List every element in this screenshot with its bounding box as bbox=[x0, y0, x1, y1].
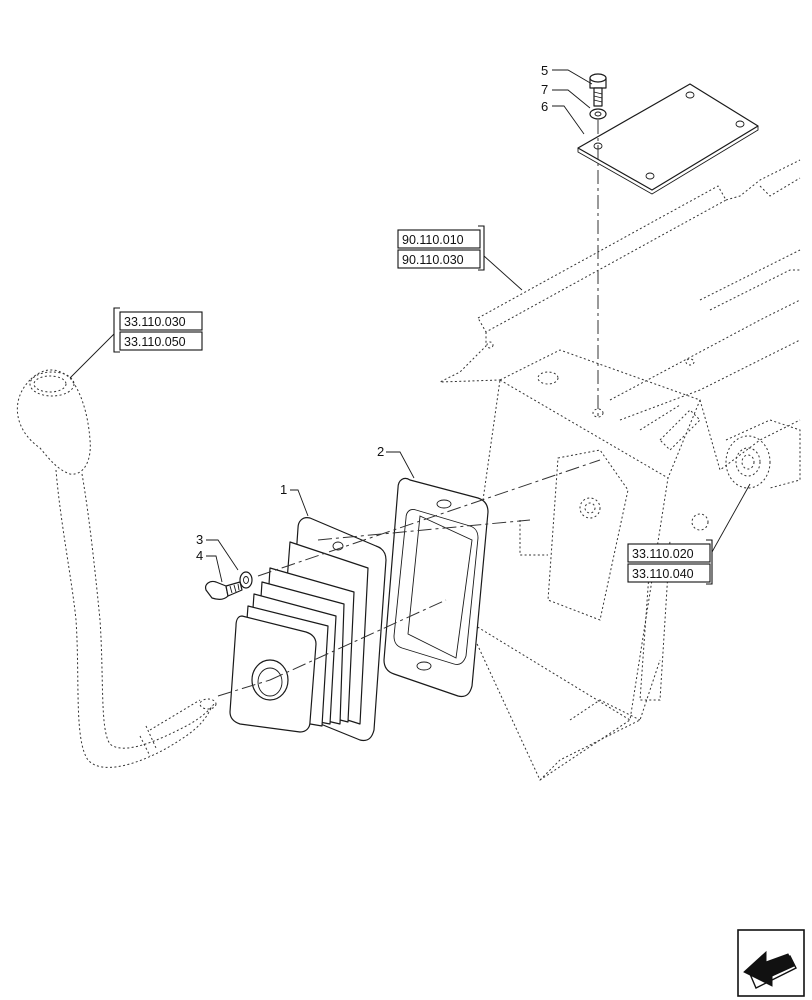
gasket-frame bbox=[383, 477, 489, 698]
reference-group-c[interactable]: 33.110.020 33.110.040 bbox=[627, 539, 713, 585]
reference-group-b[interactable]: 90.110.010 90.110.030 bbox=[397, 225, 485, 271]
chassis-frame bbox=[439, 159, 801, 781]
ref-c1[interactable]: 33.110.020 bbox=[632, 547, 694, 561]
ref-box-b2[interactable] bbox=[397, 249, 481, 269]
ref-box-a1[interactable] bbox=[119, 311, 203, 331]
screw-and-washer-left bbox=[205, 571, 253, 600]
ref-a2[interactable]: 33.110.050 bbox=[124, 335, 186, 349]
callout-5: 5 bbox=[541, 63, 548, 78]
reference-group-a[interactable]: 33.110.030 33.110.050 bbox=[113, 307, 203, 353]
ref-b2[interactable]: 90.110.030 bbox=[402, 253, 464, 267]
center-lines bbox=[217, 459, 601, 697]
callout-2: 2 bbox=[377, 444, 384, 459]
callout-4: 4 bbox=[196, 548, 203, 563]
callout-7: 7 bbox=[541, 82, 548, 97]
callout-3: 3 bbox=[196, 532, 203, 547]
ref-box-b1[interactable] bbox=[397, 229, 481, 249]
leader-lines bbox=[69, 69, 751, 583]
callout-6: 6 bbox=[541, 99, 548, 114]
arrow-left-book-icon[interactable] bbox=[737, 929, 805, 997]
mounting-plate bbox=[577, 83, 759, 195]
ref-c2[interactable]: 33.110.040 bbox=[632, 567, 694, 581]
ref-box-c1[interactable] bbox=[627, 543, 711, 563]
ref-a1[interactable]: 33.110.030 bbox=[124, 315, 186, 329]
screw-and-washer-top bbox=[589, 73, 607, 120]
ref-b1[interactable]: 90.110.010 bbox=[402, 233, 464, 247]
rubber-boot bbox=[229, 517, 387, 742]
callout-1: 1 bbox=[280, 482, 287, 497]
ref-box-c2[interactable] bbox=[627, 563, 711, 583]
gear-lever bbox=[16, 369, 217, 768]
ref-box-a2[interactable] bbox=[119, 331, 203, 351]
callout-numbers: 5 7 6 2 1 3 4 bbox=[196, 63, 548, 563]
